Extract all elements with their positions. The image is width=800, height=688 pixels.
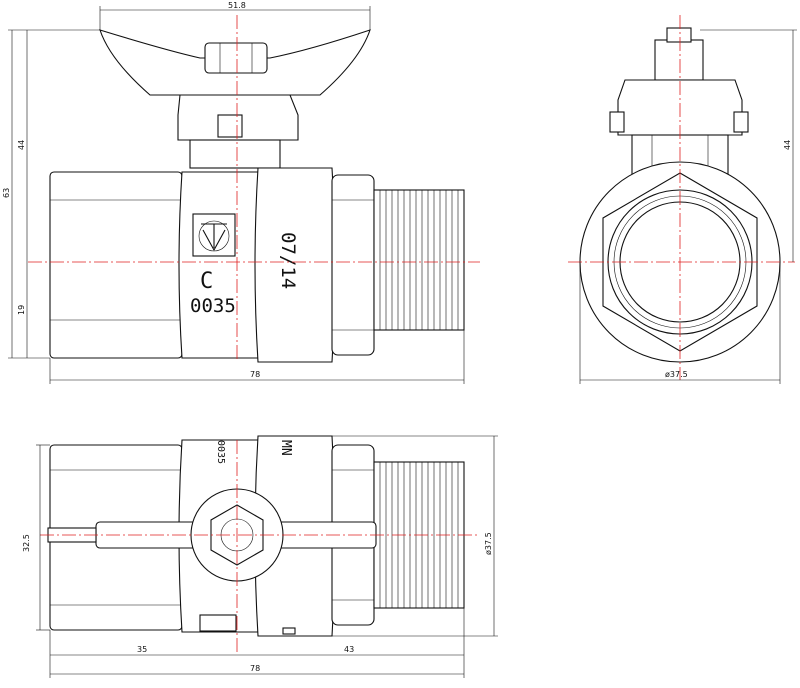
- dim-total-height: 63: [2, 188, 11, 198]
- side-dimensions: 44 ø37.5: [579, 29, 797, 384]
- front-hex: [331, 174, 375, 356]
- front-thread-lines: [379, 190, 459, 330]
- front-cert-number: 0035: [190, 295, 236, 317]
- dim-bottom-diameter: ø37.5: [484, 532, 493, 555]
- dim-upper-height: 44: [17, 140, 26, 150]
- front-main-body: [178, 171, 262, 359]
- dim-lower-height: 19: [17, 305, 26, 315]
- bottom-stamp: MN: [278, 440, 293, 456]
- front-dimensions: 51.8 63 44 19 78: [2, 1, 465, 384]
- dim-top-width: 51.8: [228, 1, 246, 10]
- front-view: C 0035 07/14: [28, 15, 480, 363]
- front-nut: [204, 42, 268, 74]
- front-date-code: 07/14: [277, 232, 299, 289]
- front-stem: [189, 139, 281, 169]
- bottom-cert: 0035: [215, 440, 226, 464]
- dim-bottom-right: 43: [344, 645, 354, 654]
- front-ce-mark: C: [200, 269, 213, 294]
- bottom-dimensions: 32.5 ø37.5 35 43 78: [22, 435, 498, 678]
- dim-side-upper: 44: [783, 140, 792, 150]
- dim-bottom-height: 32.5: [22, 534, 31, 552]
- bottom-view: MN 0035: [40, 435, 480, 655]
- dim-bottom-length: 78: [250, 664, 260, 673]
- front-male-thread: [373, 189, 465, 331]
- side-view: [568, 15, 795, 380]
- dim-side-diameter: ø37.5: [665, 370, 688, 379]
- dim-front-length: 78: [250, 370, 260, 379]
- dim-bottom-left: 35: [137, 645, 147, 654]
